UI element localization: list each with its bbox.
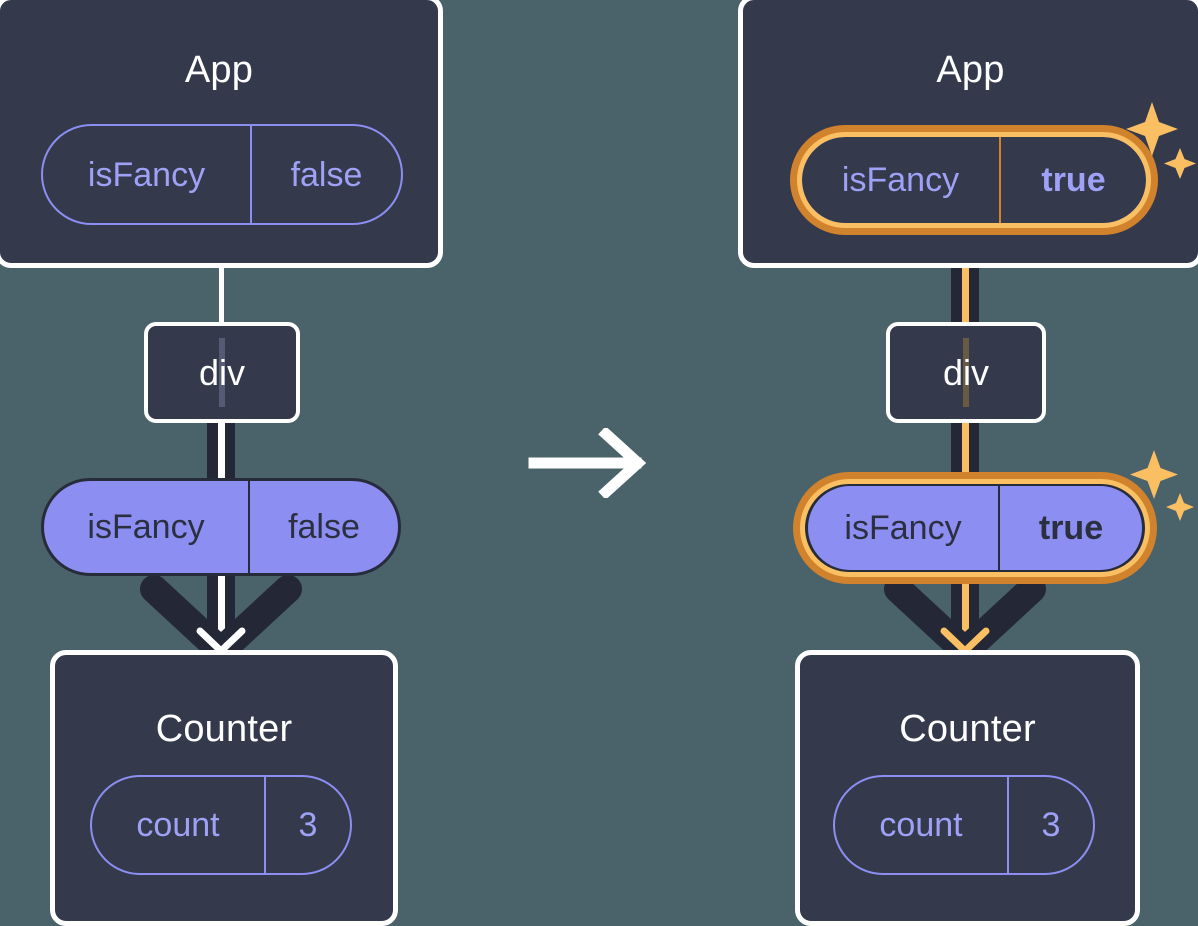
- counter-state-pill-before[interactable]: count 3: [90, 775, 352, 875]
- counter-state-value-before: 3: [298, 806, 318, 844]
- sparkles-icon-prop-after: [1130, 450, 1194, 521]
- prop-key-after: isFancy: [844, 509, 962, 547]
- prop-key-before: isFancy: [87, 508, 205, 546]
- prop-value-before: false: [288, 508, 360, 546]
- counter-title-before: Counter: [155, 708, 293, 750]
- app-title-after: App: [936, 49, 1005, 91]
- connector-app-to-div-before: [219, 262, 224, 326]
- pill-divider: [264, 777, 266, 873]
- prop-pill-after[interactable]: isFancy true: [805, 483, 1145, 573]
- right-arrow-icon: [528, 428, 647, 498]
- prop-value-after: true: [1038, 509, 1104, 547]
- pill-divider: [250, 126, 252, 223]
- div-node-after[interactable]: div: [886, 322, 1046, 423]
- connector-div-to-prop-core-before: [218, 418, 225, 490]
- div-node-label-after: div: [942, 351, 990, 393]
- div-passthrough-line-before: [219, 338, 225, 407]
- app-state-value-after: true: [1041, 161, 1106, 199]
- counter-state-key-after: count: [879, 806, 963, 844]
- div-node-before[interactable]: div: [144, 322, 300, 423]
- pill-divider: [248, 481, 250, 573]
- sparkles-icon-app-after: [1126, 102, 1196, 179]
- prop-pill-before[interactable]: isFancy false: [41, 478, 401, 576]
- div-node-label-before: div: [198, 351, 246, 393]
- div-passthrough-line-after: [963, 338, 969, 407]
- pill-divider: [1007, 777, 1009, 873]
- pill-divider: [998, 486, 1000, 570]
- counter-title-after: Counter: [899, 708, 1036, 750]
- app-state-value-before: false: [290, 155, 363, 194]
- app-state-pill-before[interactable]: isFancy false: [41, 124, 403, 225]
- app-title-before: App: [184, 49, 254, 91]
- connector-prop-to-counter-core-before: [218, 565, 225, 657]
- counter-state-pill-after[interactable]: count 3: [833, 775, 1095, 875]
- app-state-pill-after[interactable]: isFancy true: [800, 135, 1148, 225]
- counter-state-key-before: count: [136, 806, 220, 844]
- counter-state-value-after: 3: [1041, 806, 1061, 844]
- app-state-key-before: isFancy: [87, 155, 206, 194]
- connector-prop-to-counter-core-after: [962, 565, 969, 657]
- pill-divider: [999, 137, 1001, 223]
- app-state-key-after: isFancy: [841, 161, 960, 199]
